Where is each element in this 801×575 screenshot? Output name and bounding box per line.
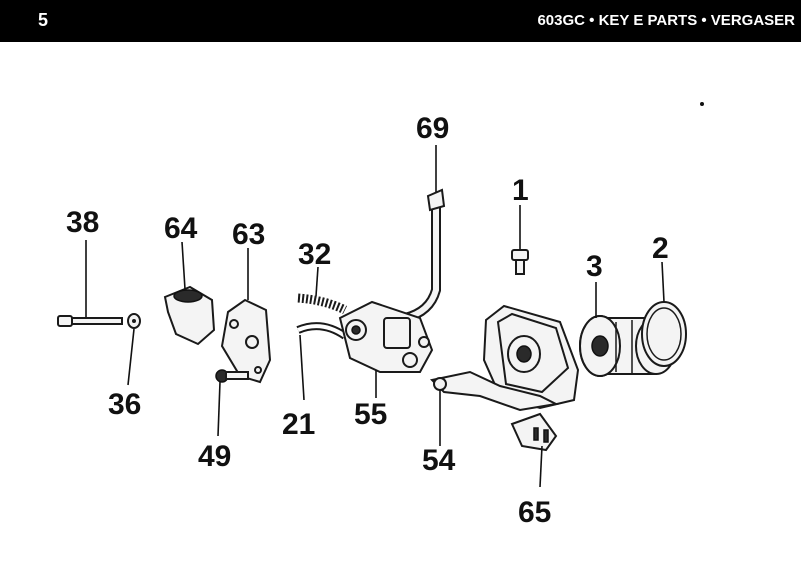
callout-64: 64: [164, 212, 198, 245]
callout-55: 55: [354, 398, 387, 431]
part-63-gasket: [220, 248, 272, 384]
callout-65: 65: [518, 496, 551, 529]
callout-54: 54: [422, 444, 456, 477]
part-2-seal-ring: [641, 261, 687, 367]
part-64-cover: [163, 241, 216, 346]
part-36-washer: [127, 313, 141, 386]
callout-63: 63: [232, 218, 265, 251]
stray-dot: [700, 102, 704, 106]
callout-2: 2: [652, 232, 669, 265]
page-header: 5 603GC • KEY E PARTS • VERGASER: [0, 0, 801, 42]
part-21-fuel-hose: [296, 322, 348, 401]
part-1-screw: [511, 205, 529, 275]
page-number: 5: [38, 10, 49, 30]
callout-38: 38: [66, 206, 99, 239]
callout-21: 21: [282, 408, 315, 441]
part-55-carburetor: [338, 300, 434, 398]
callout-32: 32: [298, 238, 331, 271]
callout-69: 69: [416, 112, 449, 145]
callout-49: 49: [198, 440, 231, 473]
page-title: 603GC • KEY E PARTS • VERGASER: [537, 12, 795, 29]
exploded-parts-diagram: 38 36 64 63 49 32 21 55 69 1 54 65 3 2: [57, 102, 704, 529]
callout-36: 36: [108, 388, 141, 421]
part-65-connector: [510, 412, 558, 488]
part-49-screw: [215, 369, 249, 437]
part-69-choke-rod: [403, 145, 446, 323]
callout-1: 1: [512, 174, 529, 207]
part-32-spring-hose: [297, 266, 348, 315]
part-38-bolt: [57, 240, 123, 327]
callout-3: 3: [586, 250, 603, 283]
part-54-intake-base: [429, 304, 580, 446]
